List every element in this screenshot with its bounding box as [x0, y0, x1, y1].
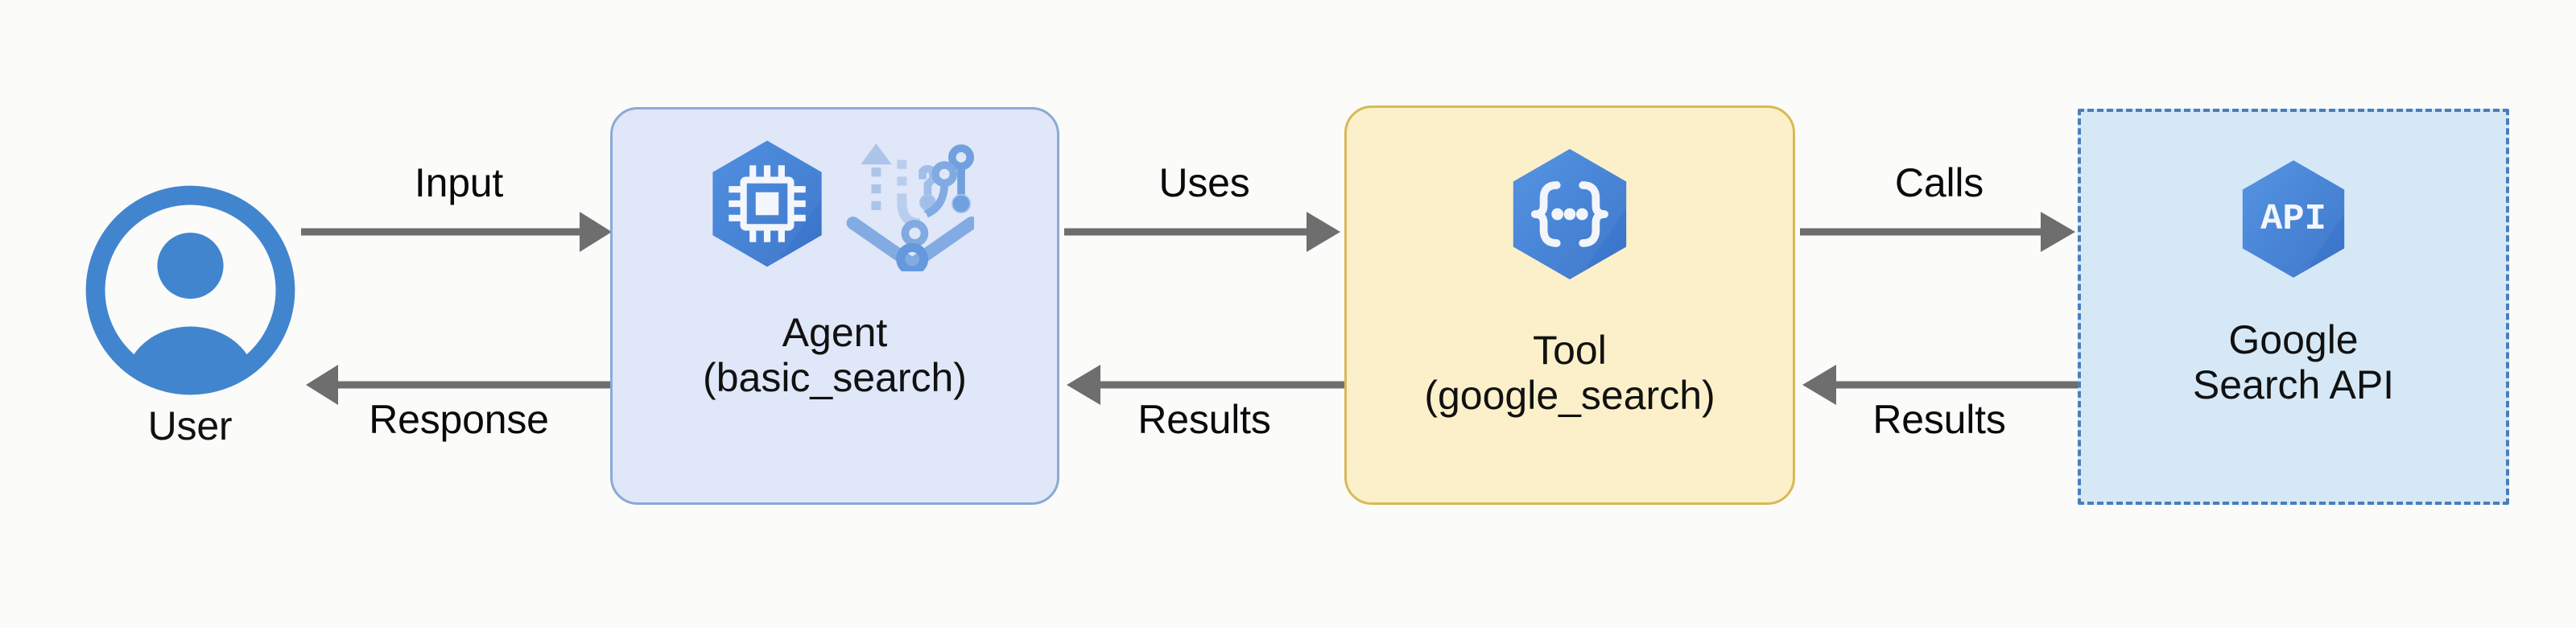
edge-api-to-tool-arrow	[1802, 365, 2079, 405]
edge-user-to-agent-arrow	[301, 212, 612, 252]
node-google-search-api[interactable]: API Google Search API	[2078, 109, 2509, 505]
api-icon-group: API	[2228, 154, 2359, 288]
node-api-sublabel: Search API	[2192, 362, 2395, 407]
edge-label-uses: Uses	[1158, 160, 1250, 205]
api-hexagon-icon: API	[2228, 154, 2359, 288]
edge-tool-to-agent-arrow	[1067, 365, 1344, 405]
edge-agent-to-tool-arrow	[1064, 212, 1340, 252]
edge-label-results-api-tool: Results	[1872, 397, 2006, 442]
node-agent-sublabel: (basic_search)	[703, 355, 967, 400]
agent-icon-group	[696, 132, 978, 279]
node-agent-label: Agent	[782, 310, 888, 355]
code-braces-hexagon-icon	[1497, 142, 1642, 291]
node-agent[interactable]: Agent (basic_search)	[610, 107, 1059, 505]
user-avatar-icon	[84, 184, 297, 397]
node-user[interactable]: User	[77, 184, 303, 448]
cpu-chip-hexagon-icon	[696, 132, 839, 279]
edge-label-calls: Calls	[1894, 160, 1984, 205]
node-tool-label: Tool	[1533, 328, 1607, 373]
node-user-label: User	[147, 403, 233, 448]
node-api-label: Google	[2228, 317, 2359, 362]
api-hexagon-text: API	[2260, 198, 2326, 240]
edge-tool-to-api-arrow	[1800, 212, 2075, 252]
edge-label-results-tool-agent: Results	[1137, 397, 1271, 442]
tool-icon-group	[1497, 142, 1642, 291]
node-tool-sublabel: (google_search)	[1424, 373, 1715, 418]
edge-agent-to-user-arrow	[306, 365, 618, 405]
edge-label-response: Response	[369, 397, 549, 442]
edge-label-input: Input	[414, 160, 504, 205]
workflow-pipeline-icon	[845, 136, 978, 275]
node-tool[interactable]: Tool (google_search)	[1344, 105, 1795, 505]
